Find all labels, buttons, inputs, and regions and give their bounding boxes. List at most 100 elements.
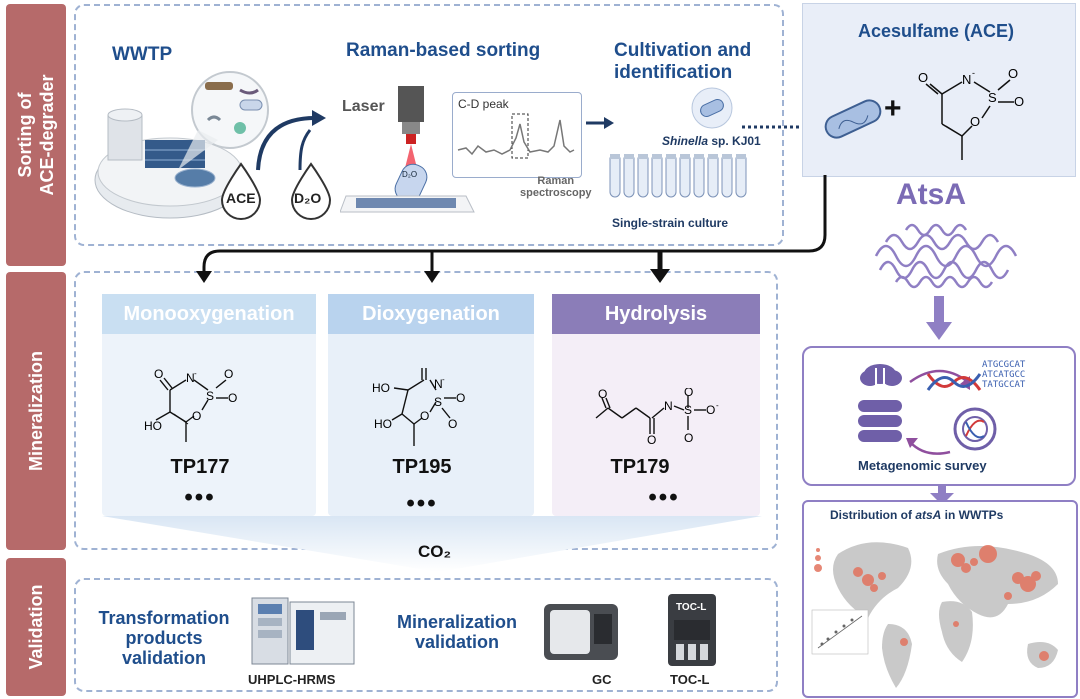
- tp195-molecule-structure: O HON- SOO OHO: [372, 368, 465, 446]
- d2o-drop-label: D₂O: [294, 190, 322, 206]
- tp179-dots: •••: [648, 484, 680, 511]
- atsa-to-metagenomic-arrow: [926, 296, 952, 340]
- svg-text:N: N: [664, 399, 673, 413]
- bacterium-cell-icon: [824, 99, 882, 139]
- raman-setup-illustration: [340, 86, 475, 213]
- acesulfame-box: [802, 3, 1076, 177]
- tp-validation-title: Transformation products validation: [98, 608, 230, 668]
- uhplc-hrms-label: UHPLC-HRMS: [248, 672, 336, 687]
- svg-text:N: N: [962, 72, 971, 87]
- tp195-label: TP195: [392, 456, 452, 478]
- hydrolysis-header: Hydrolysis: [552, 294, 760, 334]
- svg-text:-: -: [194, 369, 197, 378]
- sidebar-validation-label: Validation: [26, 584, 46, 670]
- svg-text:O: O: [448, 417, 457, 431]
- svg-text:O: O: [154, 367, 163, 381]
- svg-text:O: O: [228, 391, 237, 405]
- raman-spectrum-box: [452, 92, 582, 178]
- svg-text:S: S: [988, 90, 997, 105]
- plus-sign: +: [884, 92, 902, 125]
- wwtp-plant-illustration: [94, 71, 269, 219]
- svg-text:O: O: [1014, 94, 1024, 109]
- gc-instrument: [544, 604, 618, 660]
- svg-text:-: -: [442, 375, 445, 384]
- toc-l-badge: TOC-L: [676, 602, 707, 613]
- tp177-label: TP177: [170, 456, 230, 478]
- dna-target-icon: [953, 407, 997, 451]
- d2o-cell-label: D₂O: [402, 170, 418, 179]
- raman-spectrum-plot: [457, 113, 575, 159]
- bacterium-bubble-icon: [691, 87, 733, 129]
- co2-funnel-shape: [102, 516, 762, 572]
- acesulfame-title: Acesulfame (ACE): [858, 21, 1015, 41]
- svg-text:O: O: [192, 409, 201, 423]
- svg-text:O: O: [970, 114, 980, 129]
- metagenomic-to-distribution-arrow: [930, 484, 954, 505]
- svg-text:O: O: [420, 368, 429, 369]
- svg-text:O: O: [918, 70, 928, 85]
- ace-molecule-structure: O N- S O O O: [918, 66, 1024, 160]
- atsa-title: AtsA: [896, 178, 967, 211]
- ace-drop-label: ACE: [226, 190, 256, 206]
- svg-text:O: O: [224, 367, 233, 381]
- metagenomic-label: Metagenomic survey: [858, 458, 987, 473]
- metagenomic-box: [802, 346, 1076, 486]
- svg-text:O: O: [420, 409, 429, 423]
- tp179-label: TP179: [610, 456, 670, 478]
- toc-l-instrument: [668, 594, 716, 666]
- tp195-dots: •••: [406, 490, 438, 517]
- raman-title: Raman-based sorting: [346, 40, 541, 61]
- culture-tubes-illustration: [609, 154, 747, 198]
- laser-label: Laser: [342, 98, 385, 115]
- wwtp-title: WWTP: [112, 44, 173, 65]
- distribution-title: Distribution of atsA in WWTPs: [830, 508, 1004, 522]
- svg-text:O: O: [684, 431, 693, 445]
- ace-to-pathways-arrows: [196, 175, 827, 283]
- uhplc-hrms-instrument: [251, 597, 355, 665]
- sidebar-mineralization: Mineralization: [6, 272, 66, 550]
- svg-text:HO: HO: [372, 381, 390, 395]
- svg-text:O: O: [598, 388, 607, 401]
- svg-text:O: O: [706, 403, 715, 417]
- strain-name: Shinella sp. KJ01: [662, 134, 761, 148]
- svg-text:-: -: [972, 68, 975, 78]
- ace-drop-icon: [220, 162, 262, 220]
- toc-l-label: TOC-L: [670, 672, 710, 687]
- cultivation-title: Cultivation and identification: [614, 40, 752, 83]
- database-cloud-icon: [858, 364, 902, 442]
- monooxygenation-header: Monooxygenation: [102, 294, 316, 334]
- svg-text:S: S: [434, 395, 442, 409]
- single-strain-label: Single-strain culture: [612, 216, 729, 230]
- raman-spec-label: Raman spectroscopy: [520, 175, 592, 199]
- sidebar-validation: Validation: [6, 558, 66, 696]
- mineralization-validation-title: Mineralization validation: [396, 612, 517, 652]
- svg-text:HO: HO: [144, 419, 162, 433]
- raman-to-cultivation-arrow: [586, 117, 614, 129]
- world-map: [811, 542, 1058, 688]
- svg-text:S: S: [206, 389, 214, 403]
- dna-helix-icon: [926, 373, 982, 391]
- tp177-dots: •••: [184, 484, 216, 511]
- co2-label: CO₂: [418, 542, 452, 561]
- wwtp-to-raman-arrow: [256, 110, 326, 171]
- dna-sequence-text: ATGCGCAT ATCATGCC TATGCCAT: [982, 360, 1026, 390]
- d2o-drop-icon: [290, 162, 332, 220]
- cd-peak-label: C-D peak: [458, 97, 509, 111]
- gc-label: GC: [592, 672, 612, 687]
- svg-text:HO: HO: [374, 417, 392, 431]
- svg-text:O: O: [456, 391, 465, 405]
- validation-panel: [74, 578, 778, 692]
- svg-text:O: O: [1008, 66, 1018, 81]
- sidebar-mineralization-label: Mineralization: [26, 350, 46, 472]
- svg-text:-: -: [716, 401, 719, 410]
- svg-text:O: O: [647, 433, 656, 447]
- sorting-panel: [74, 4, 784, 246]
- svg-text:O: O: [684, 388, 693, 399]
- svg-text:S: S: [684, 403, 692, 417]
- dioxygenation-header: Dioxygenation: [328, 294, 534, 334]
- svg-text:N: N: [434, 377, 443, 391]
